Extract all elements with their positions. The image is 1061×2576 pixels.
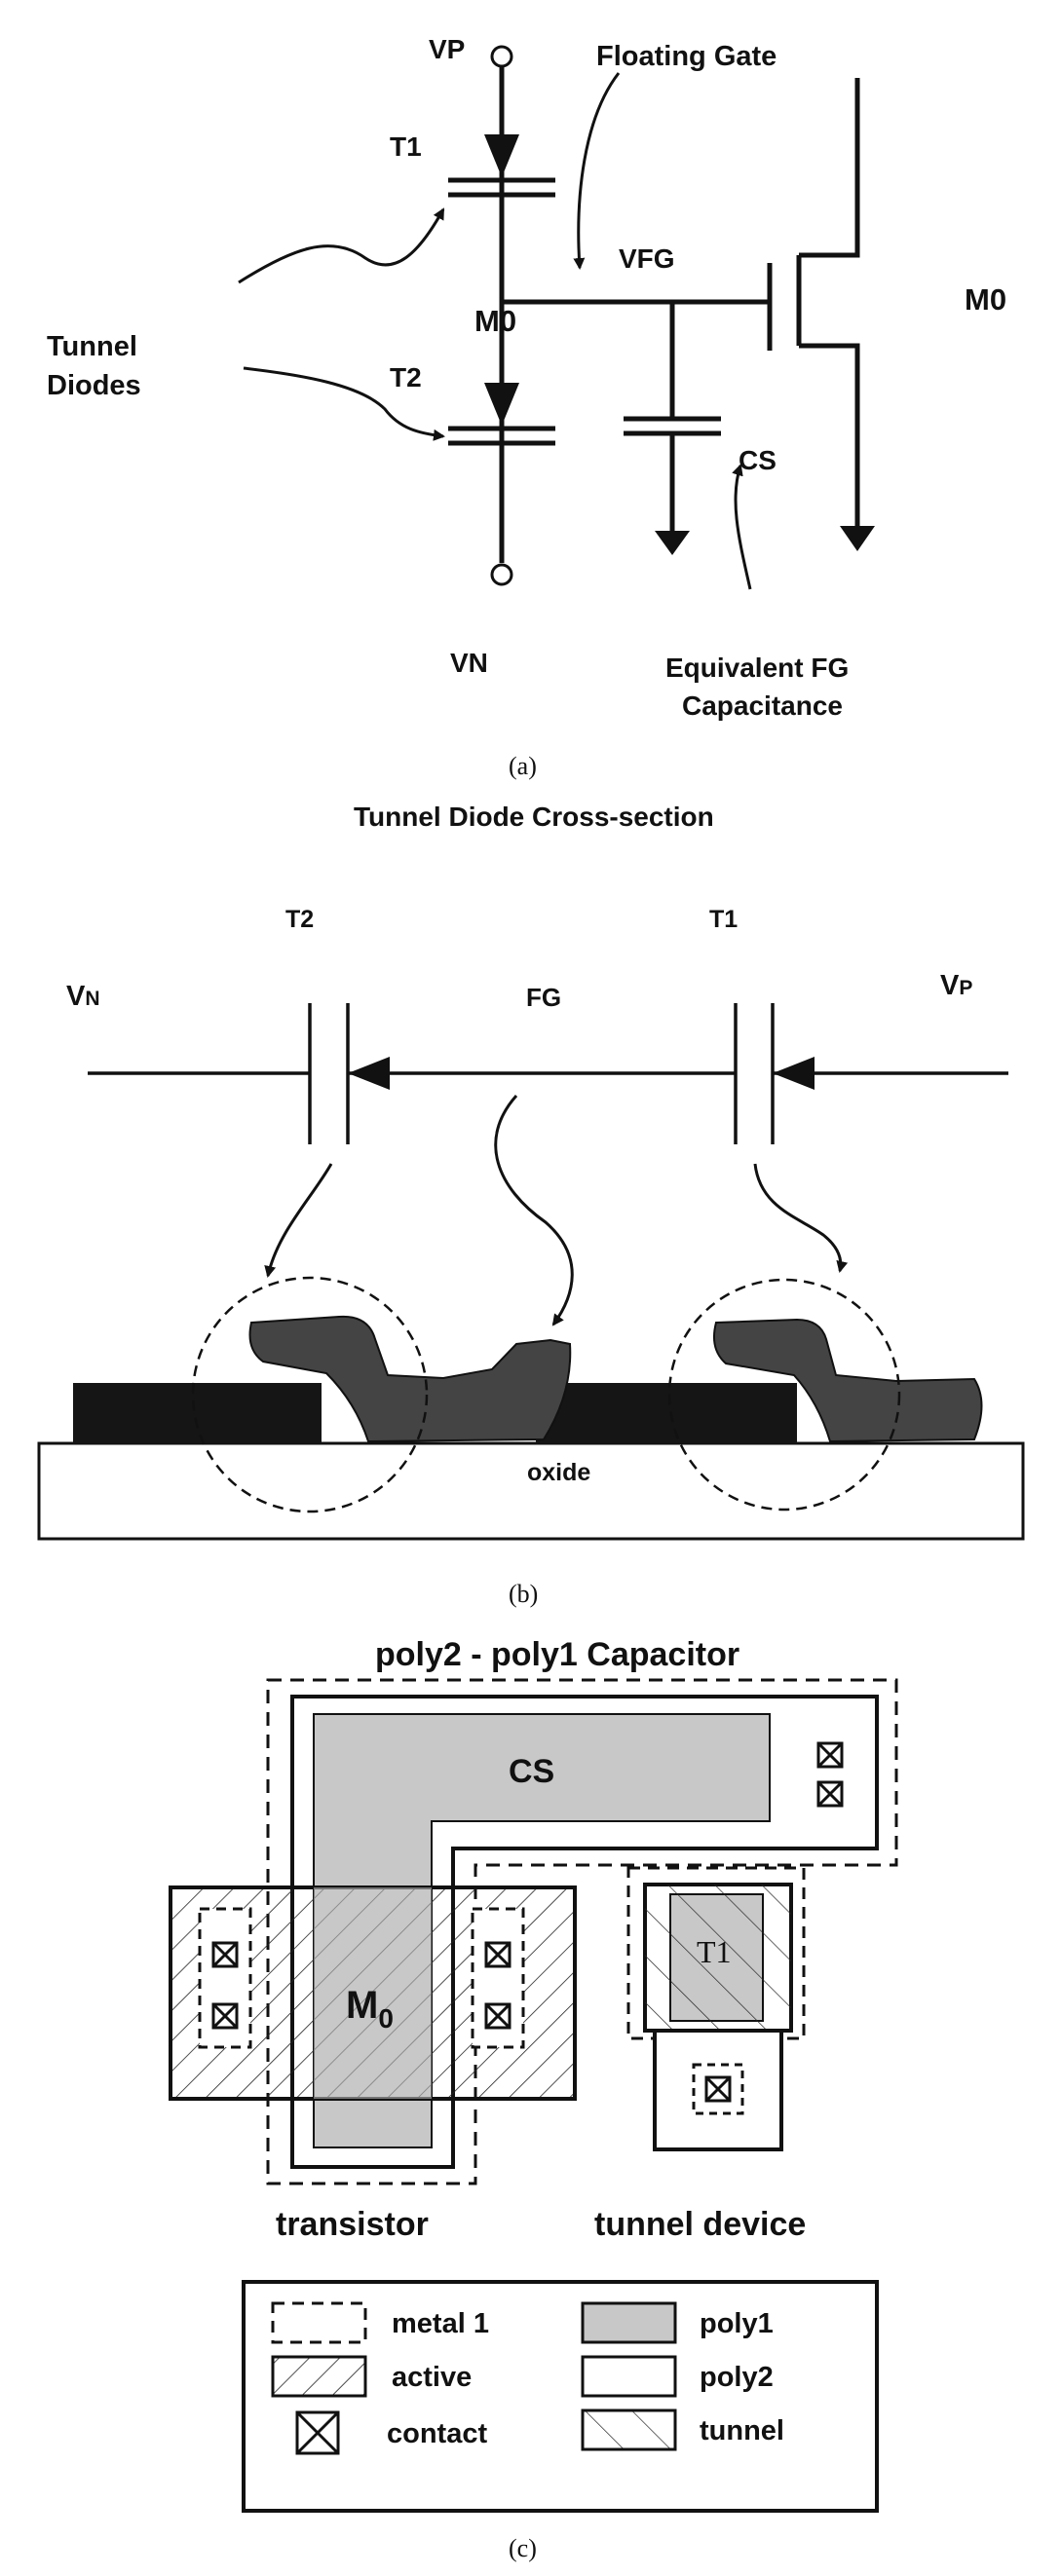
legend-metal1-swatch [271,2301,367,2344]
m0-label-c: M0 [346,1984,394,2034]
equivalent-fg-label-line1: Equivalent FG [665,653,849,683]
legend-contact-label: contact [387,2418,487,2449]
cs-label-c: CS [509,1753,554,1790]
vp-label: VP [429,34,465,64]
vfg-label: VFG [619,243,675,274]
contact-icon [704,2075,732,2103]
panel-a-schematic: VP Floating Gate T1 M0 VFG M0 Tunnel Dio… [47,34,1006,780]
contact-icon [211,1941,239,1968]
oxide-label: oxide [527,1459,590,1486]
legend-active-swatch [271,2355,367,2398]
caption-b: (b) [509,1580,538,1608]
cross-section-title: Tunnel Diode Cross-section [354,802,714,832]
left-tunnel-circle [191,1276,429,1513]
contact-icon [484,1941,512,1968]
left-floating-gate-poly [248,1315,572,1443]
middle-conductor-block [536,1383,797,1443]
contact-icon [816,1780,844,1808]
contact-icon [484,2002,512,2030]
t2-label: T2 [390,362,422,392]
metal1-outline-right-contacts [471,1907,525,2049]
equivalent-fg-label-line2: Capacitance [682,691,843,721]
schematic-wires [448,56,860,563]
floating-gate-label: Floating Gate [596,41,777,72]
metal1-outline-capacitor [266,1678,898,2185]
fg-label-b: FG [526,983,561,1012]
vn-label: VN [450,648,488,678]
metal1-outline-contact-pad [692,2063,744,2115]
t1-label-b: T1 [709,906,738,933]
left-conductor-block [73,1383,322,1443]
schematic-arrowheads [484,134,875,555]
t1-label-c: T1 [697,1934,732,1969]
schematic-pointer-curves [238,72,752,590]
right-floating-gate-poly [713,1318,983,1443]
cross-section-pointer-curves [264,1095,849,1326]
capacitor-title: poly2 - poly1 Capacitor [375,1636,739,1673]
metal1-outline-left-contacts [198,1907,252,2049]
legend-metal1-label: metal 1 [392,2308,489,2339]
transistor-label: transistor [276,2206,429,2243]
legend-contact-swatch [295,2410,340,2455]
t1-label: T1 [390,131,422,162]
cross-section-wires [88,1003,1008,1144]
tunnel-device-label: tunnel device [594,2206,806,2243]
right-tunnel-circle [667,1278,901,1512]
legend-poly1-swatch [581,2301,677,2344]
oxide-layer [37,1441,1025,1541]
schematic-terminals [490,45,513,586]
m0-node-label: M0 [474,304,516,338]
contact-icon [816,1741,844,1769]
cs-label: CS [739,445,777,475]
cross-section-arrowheads [348,1057,815,1090]
caption-a: (a) [509,752,537,780]
vp-label-b: VP [940,970,972,1001]
m0-transistor-label: M0 [965,282,1006,317]
legend-active-label: active [392,2362,472,2393]
t2-label-b: T2 [285,906,314,933]
legend-tunnel-label: tunnel [700,2415,784,2446]
panel-c-layout: poly2 - poly1 Capacitor CS M0 [169,1636,898,2562]
vn-label-b: VN [66,981,100,1012]
poly1-gate-over-active [314,1887,432,2099]
legend-tunnel-swatch [581,2408,677,2451]
contact-icon [211,2002,239,2030]
tunnel-diodes-label-line1: Tunnel [47,331,137,362]
tunnel-diodes-label-line2: Diodes [47,370,141,401]
legend-poly2-label: poly2 [700,2362,774,2393]
legend: metal 1 active contact poly1 poly2 tunne… [242,2280,879,2513]
caption-c: (c) [509,2534,537,2562]
tunnel-region [645,1885,791,2031]
panel-b-cross-section: Tunnel Diode Cross-section T2 T1 VN FG V… [37,802,1025,1608]
legend-poly1-label: poly1 [700,2308,774,2339]
legend-poly2-swatch [581,2355,677,2398]
